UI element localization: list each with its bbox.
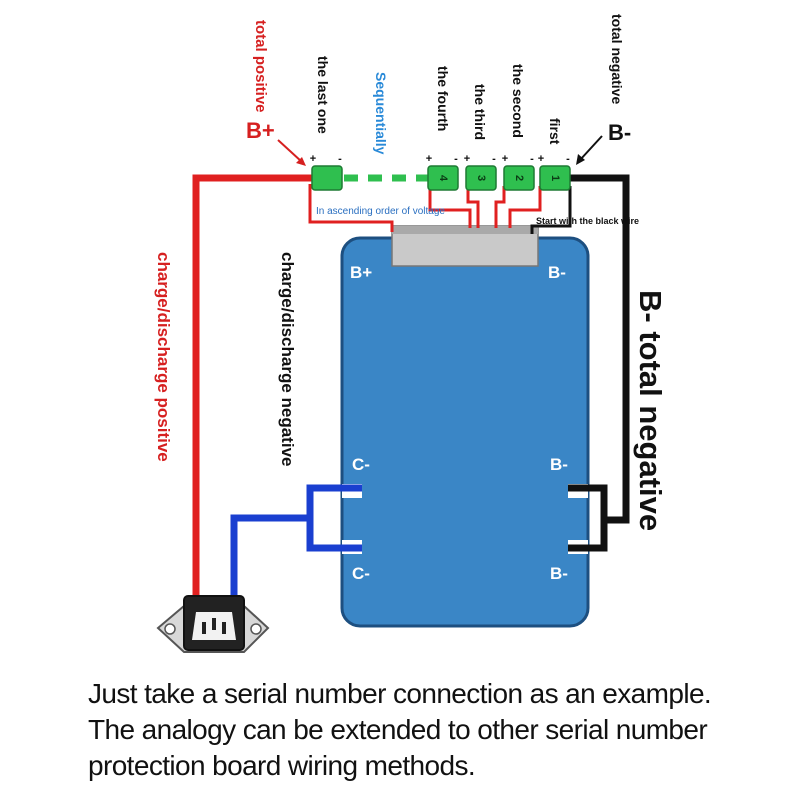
- cell-first-minus: -: [566, 153, 570, 165]
- cell-number-1: 1: [549, 175, 561, 181]
- cell-third: [465, 165, 497, 191]
- cell-fourth-minus: -: [454, 153, 458, 165]
- cell-number-4: 4: [437, 175, 449, 182]
- charge-negative-label: charge/discharge negative: [278, 252, 297, 466]
- caption-line-2: The analogy can be extended to other ser…: [88, 714, 708, 745]
- cell-fourth: [427, 165, 459, 191]
- power-socket-icon: [156, 595, 270, 653]
- caption-line-3: protection board wiring methods.: [88, 750, 476, 781]
- ascending-order-note: In ascending order of voltage: [316, 206, 445, 217]
- cell-number-3: 3: [475, 175, 487, 181]
- arrows: [277, 135, 603, 166]
- cell-last-minus: -: [338, 153, 342, 165]
- socket-screw-right: [250, 623, 262, 635]
- b-total-negative-label: B- total negative: [633, 290, 668, 531]
- socket-pin-center: [212, 618, 216, 630]
- b-plus-arrow-head: [296, 157, 306, 166]
- cell-last: [311, 165, 343, 191]
- board-pin-b-plus: B+: [350, 263, 372, 282]
- the-last-one-label: the last one: [315, 56, 331, 134]
- balance-wire-1: [508, 186, 542, 228]
- cell-third-minus: -: [492, 153, 496, 165]
- cell-last-plus: +: [310, 153, 316, 165]
- cell-second: [503, 165, 535, 191]
- b-plus-arrow-line: [277, 139, 303, 163]
- balance-wire-3: [466, 186, 480, 228]
- cell-second-minus: -: [530, 153, 534, 165]
- total-positive-label: total positive: [252, 20, 269, 113]
- socket-pin-left: [202, 622, 206, 634]
- balance-wire-4: [428, 186, 472, 228]
- b-plus-balance-wire: [308, 184, 394, 232]
- board-pin-c-minus-2: C-: [352, 564, 370, 583]
- cell-row: 4 3 2 1: [311, 165, 571, 191]
- cell-number-2: 2: [513, 175, 525, 181]
- protection-board: B+ B- C- B- C- B-: [340, 225, 590, 628]
- b-minus-arrow-line: [579, 135, 603, 161]
- negative-charge-wire: [230, 514, 310, 612]
- the-third-label: the third: [472, 84, 488, 140]
- board-pin-b-minus-top: B-: [548, 263, 566, 282]
- first-label: first: [547, 118, 563, 145]
- black-wire-note: Start with the black wire: [536, 216, 639, 226]
- cell-second-plus: +: [502, 153, 508, 165]
- sequentially-label: Sequentially: [373, 72, 389, 155]
- board-pin-b-minus-mid: B-: [550, 455, 568, 474]
- socket-screw-left: [164, 623, 176, 635]
- the-second-label: the second: [510, 64, 526, 138]
- socket-pin-right: [222, 622, 226, 634]
- black-start-wire: [530, 186, 572, 234]
- b-plus-label: B+: [246, 118, 275, 143]
- cell-fourth-plus: +: [426, 153, 432, 165]
- the-fourth-label: the fourth: [435, 66, 451, 131]
- total-negative-wire: [566, 174, 630, 524]
- caption: Just take a serial number connection as …: [88, 676, 788, 784]
- cell-third-plus: +: [464, 153, 470, 165]
- b-minus-arrow-head: [576, 154, 585, 165]
- balance-wire-2: [494, 186, 506, 228]
- b-minus-label: B-: [608, 120, 631, 145]
- cell-first-plus: +: [538, 153, 544, 165]
- top-labels: total positive B+ the last one Sequentia…: [246, 14, 631, 155]
- caption-line-1: Just take a serial number connection as …: [88, 678, 712, 709]
- charge-positive-label: charge/discharge positive: [154, 252, 173, 462]
- b-minus-bracket: [568, 484, 608, 552]
- board-pin-c-minus-1: C-: [352, 455, 370, 474]
- total-negative-label: total negative: [609, 14, 625, 104]
- cell-first: [539, 165, 571, 191]
- polarity-markers: + - + - + - + - + -: [310, 153, 570, 165]
- board-pin-b-minus-bottom: B-: [550, 564, 568, 583]
- balance-connector-top: [392, 226, 538, 234]
